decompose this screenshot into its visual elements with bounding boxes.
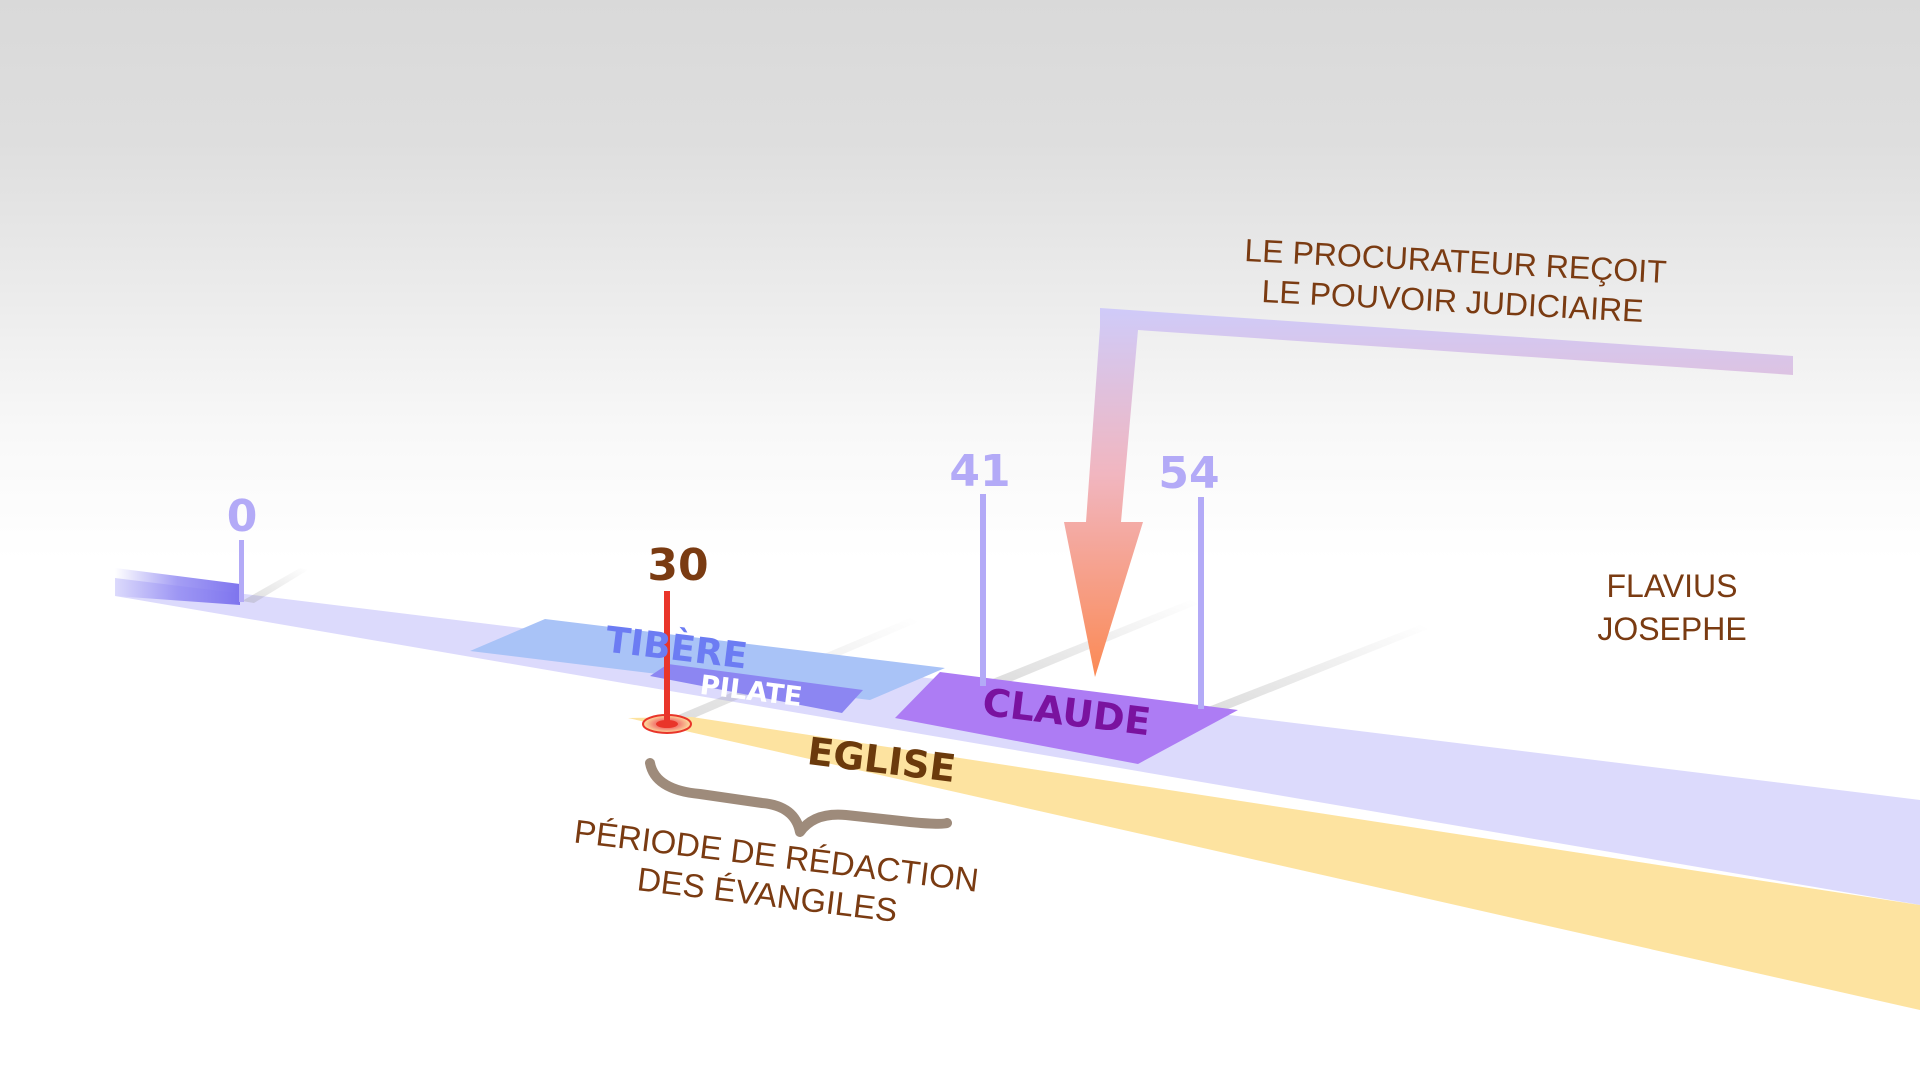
year-41-marker bbox=[980, 494, 986, 686]
tibere-band bbox=[470, 619, 945, 700]
year-54-marker bbox=[1198, 497, 1204, 709]
eglise-band bbox=[628, 717, 1920, 1010]
period-brace bbox=[645, 758, 952, 837]
year-30-marker bbox=[664, 591, 670, 722]
year-0-label: 0 bbox=[227, 491, 258, 542]
year-54-label: 54 bbox=[1158, 448, 1219, 499]
flavius-label-line1: FLAVIUS bbox=[1607, 568, 1738, 604]
year-41-label: 41 bbox=[949, 446, 1010, 497]
claude-band bbox=[895, 672, 1238, 764]
marker-shadow bbox=[242, 568, 308, 603]
flavius-label-line2: JOSEPHE bbox=[1597, 611, 1746, 647]
marker-shadow bbox=[1203, 625, 1428, 713]
timeline-tail bbox=[115, 568, 240, 605]
pilate-band bbox=[650, 664, 863, 713]
event-pin-dot bbox=[656, 720, 678, 728]
year-0-marker bbox=[239, 540, 244, 602]
eglise-label: EGLISE bbox=[805, 729, 958, 791]
year-30-label: 30 bbox=[647, 540, 708, 591]
